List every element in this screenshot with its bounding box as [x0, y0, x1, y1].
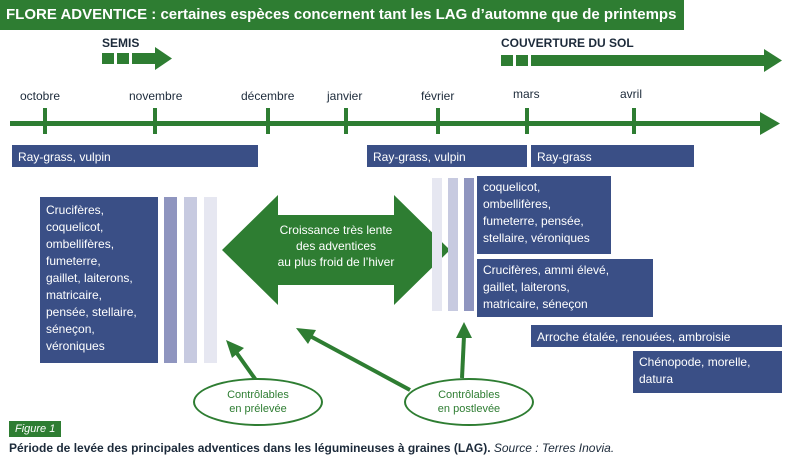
bar-raygrass-spring: Ray-grass	[531, 145, 694, 167]
top-arrows	[10, 47, 782, 135]
month-octobre: octobre	[20, 89, 61, 103]
month-mars: mars	[513, 87, 540, 101]
bar-raygrass-feb: Ray-grass, vulpin	[367, 145, 527, 167]
month-fevrier: février	[421, 89, 455, 103]
semis-arrow	[102, 47, 172, 70]
fade-stripe	[204, 197, 217, 363]
weed-item: gaillet, laiterons,	[46, 271, 133, 285]
arrow-text-line: des adventices	[295, 239, 377, 253]
right-weed-box-4: Chénopode, morelle, datura	[633, 351, 782, 393]
weed-item: ombellifères,	[46, 237, 115, 251]
fade-stripe	[184, 197, 197, 363]
weed-item: gaillet, laiterons,	[483, 280, 570, 294]
figure-title: FLORE ADVENTICE : certaines espèces conc…	[0, 0, 685, 30]
month-janvier: janvier	[327, 89, 363, 103]
weed-item: Chénopode, morelle,	[639, 355, 751, 369]
ellipse-text: en prélevée	[229, 403, 287, 415]
left-weed-box: Crucifères, coquelicot, ombellifères, fu…	[40, 197, 158, 363]
weed-item: Crucifères,	[46, 203, 105, 217]
weed-item: séneçon,	[46, 322, 95, 336]
month-avril: avril	[620, 87, 643, 101]
rise-stripe	[432, 178, 442, 311]
weed-item: ombellifères,	[483, 197, 552, 211]
ellipse-text: Contrôlables	[227, 389, 289, 401]
arrow-text-line: Croissance très lente	[279, 223, 393, 237]
weed-item: coquelicot,	[46, 220, 104, 234]
rise-stripe	[464, 178, 474, 311]
timeline-axis	[10, 108, 780, 135]
ellipse-text: Contrôlables	[438, 389, 500, 401]
weed-item: coquelicot,	[483, 180, 541, 194]
caption-main: Période de levée des principales adventi…	[9, 441, 491, 455]
bar-label: Ray-grass	[537, 150, 592, 164]
ellipse-postlevee: Contrôlables en postlevée	[404, 378, 534, 426]
right-weed-box-1: coquelicot, ombellifères, fumeterre, pen…	[477, 176, 611, 254]
fade-stripe	[164, 197, 177, 363]
weed-item: fumeterre, pensée,	[483, 214, 584, 228]
semis-label: SEMIS	[102, 36, 140, 50]
couverture-arrow	[501, 49, 782, 72]
right-weed-box-2: Crucifères, ammi élevé, gaillet, laitero…	[477, 259, 653, 317]
weed-item: fumeterre,	[46, 254, 101, 268]
couverture-label: COUVERTURE DU SOL	[501, 36, 634, 50]
figure-tag: Figure 1	[9, 421, 62, 437]
weed-item: datura	[639, 372, 674, 386]
ellipse-text: en postlevée	[437, 403, 501, 415]
month-decembre: décembre	[241, 89, 295, 103]
weed-item: Crucifères, ammi élevé,	[483, 263, 610, 277]
arrow-text-line: au plus froid de l’hiver	[277, 255, 395, 269]
weed-item: Arroche étalée, renouées, ambroisie	[537, 330, 731, 344]
weed-item: véroniques	[46, 339, 105, 353]
weed-item: pensée, stellaire,	[46, 305, 137, 319]
right-weed-box-3: Arroche étalée, renouées, ambroisie	[531, 325, 782, 347]
month-novembre: novembre	[129, 89, 183, 103]
rise-stripe	[448, 178, 458, 311]
weed-item: stellaire, véroniques	[483, 231, 590, 245]
caption-source: Source : Terres Inovia.	[490, 441, 615, 455]
figure-caption: Période de levée des principales adventi…	[9, 441, 789, 455]
double-arrow-text: Croissance très lente des adventices au …	[262, 222, 410, 270]
bar-label: Ray-grass, vulpin	[18, 150, 111, 164]
weed-item: matricaire, séneçon	[483, 297, 588, 311]
bar-label: Ray-grass, vulpin	[373, 150, 466, 164]
ellipse-prelevee: Contrôlables en prélevée	[193, 378, 323, 426]
weed-item: matricaire,	[46, 288, 103, 302]
double-arrow	[222, 195, 450, 305]
bar-raygrass-autumn: Ray-grass, vulpin	[12, 145, 258, 167]
